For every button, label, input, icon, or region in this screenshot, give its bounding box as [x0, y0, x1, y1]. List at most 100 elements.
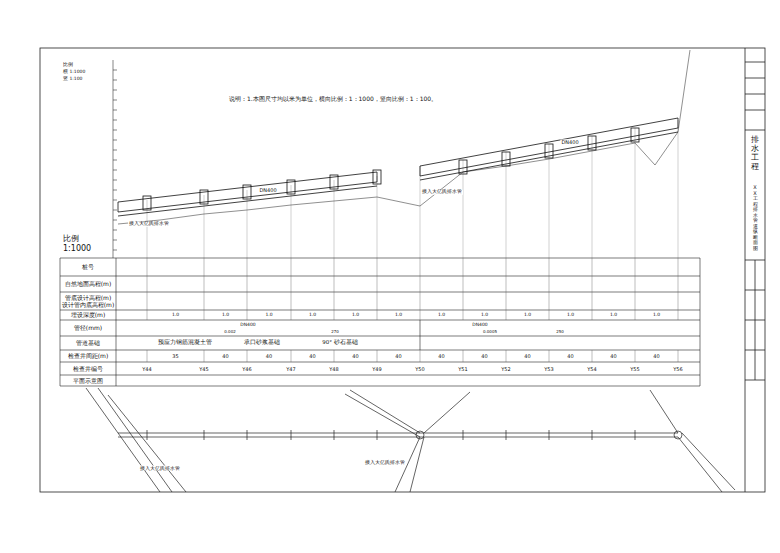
sewer-pipe-part: [243, 185, 251, 199]
profile-table-grid-part: [60, 258, 700, 259]
sheet-frame-part: [755, 260, 756, 380]
table-value: 预应力钢筋混凝土管: [157, 340, 213, 346]
sewer-pipe-part: [631, 128, 639, 142]
cell-text: 埋设深度(m): [71, 311, 106, 318]
sewer-pipe-part: [118, 172, 377, 212]
sheet-frame-part: [745, 94, 765, 95]
sewer-pipe-part: [588, 136, 596, 150]
sewer-pipe-part: [420, 118, 678, 176]
cell-text: XX工程排水管道纵断面图: [753, 185, 758, 251]
table-value: 比例: [62, 235, 80, 243]
table-station-lines: [147, 258, 678, 362]
header-cell: 检查井间距(m): [60, 350, 116, 362]
elevation-axis: [113, 60, 117, 258]
table-value: 1.0: [609, 313, 618, 318]
sheet-frame-part: [745, 48, 746, 492]
cell-text: 检查井间距(m): [68, 352, 109, 359]
table-value: 竖 1:100: [62, 77, 83, 82]
station-lines-part: [635, 128, 636, 258]
station-lines-part: [506, 152, 507, 258]
sewer-pipe-part: [118, 186, 377, 216]
header-cell: 检查井编号: [60, 362, 116, 375]
table-value: 1.0: [437, 313, 446, 318]
table-value: 40: [265, 354, 273, 359]
plan-view-part: [98, 388, 172, 492]
table-value: DN400: [471, 323, 488, 328]
station-lines: [147, 120, 678, 258]
table-value: Y49: [371, 366, 382, 371]
table-value: 90° 砂石基础: [321, 340, 359, 346]
sheet-frame-part: [745, 62, 765, 63]
sheet-frame: [40, 48, 765, 492]
station-lines-part: [204, 195, 205, 258]
table-value: 1.0: [652, 313, 661, 318]
cell-text: 桩号: [82, 263, 94, 270]
table-value: Y50: [414, 366, 425, 371]
cell-text: 管底设计高程(m): [65, 294, 112, 301]
sewer-pipe-part: [420, 128, 678, 176]
sewer-pipe-part: [330, 175, 338, 189]
cell-text: 检查井编号: [73, 365, 103, 372]
table-value: 40: [652, 354, 660, 359]
station-lines-part: [247, 190, 248, 258]
table-value: 接入大亿氏排水管: [421, 190, 463, 195]
table-value: 1.0: [523, 313, 532, 318]
header-cell: 平面示意图: [60, 375, 116, 386]
plan-view-part: [650, 390, 678, 433]
table-value: 40: [394, 354, 402, 359]
table-value: DN400: [239, 323, 256, 328]
profile-table-grid-part: [60, 362, 700, 363]
table-value: Y47: [285, 366, 296, 371]
ground-line-part: [118, 50, 690, 224]
table-value: 1.0: [171, 313, 180, 318]
table-value: 40: [480, 354, 488, 359]
table-value: Y52: [500, 366, 511, 371]
profile-table-grid-part: [60, 386, 700, 387]
profile-table-grid-part: [60, 292, 700, 293]
sewer-pipe-part: [502, 152, 510, 166]
table-station-lines-part: [147, 258, 678, 320]
cell-text: 自然地面高程(m): [65, 280, 112, 287]
cell-text: 管径(mm): [74, 324, 102, 331]
table-value: 1.0: [221, 313, 230, 318]
profile-table-grid-part: [420, 320, 421, 350]
cell-text: 设计管内底高程(m): [62, 301, 115, 308]
table-value: 40: [566, 354, 574, 359]
table-value: 1:1000: [62, 245, 92, 253]
sewer-pipe-part: [143, 196, 151, 210]
table-value: DN400: [258, 188, 277, 193]
plan-view-part: [416, 431, 424, 439]
sewer-pipe-part: [200, 190, 208, 204]
station-lines-part: [678, 120, 679, 258]
plan-view-part: [345, 394, 420, 437]
table-value: 1.0: [308, 313, 317, 318]
table-value: Y56: [672, 366, 683, 371]
table-value: 1.0: [394, 313, 403, 318]
plan-view-part: [108, 395, 186, 492]
sewer-pipe: [118, 118, 678, 216]
note-text: 说明：1.本图尺寸均以米为单位，横向比例：1：1000，竖向比例：1：100。: [228, 96, 438, 102]
table-value: 0.0005: [482, 330, 498, 334]
station-lines-part: [463, 160, 464, 258]
plan-view-part: [395, 437, 420, 492]
elevation-axis-part: [113, 70, 117, 250]
table-value: 比例: [62, 63, 74, 68]
plan-view-part: [350, 390, 420, 433]
profile-table-grid-part: [60, 276, 700, 277]
cell-text: 排水工程: [751, 136, 759, 171]
header-cell: 管径(mm): [60, 320, 116, 336]
sheet-frame-part: [745, 78, 765, 79]
plan-view-part: [678, 437, 722, 492]
table-value: 40: [523, 354, 531, 359]
title-block-cell: 排水工程: [746, 132, 764, 176]
table-value: 40: [221, 354, 229, 359]
header-cell: 自然地面高程(m): [60, 276, 116, 292]
table-value: 250: [555, 330, 565, 334]
sewer-pipe-part: [373, 170, 381, 184]
sheet-frame-part: [745, 130, 765, 131]
profile-table-grid-part: [60, 310, 700, 311]
table-value: 接入大亿氏排水管: [139, 466, 181, 471]
plan-view-part: [410, 437, 424, 492]
